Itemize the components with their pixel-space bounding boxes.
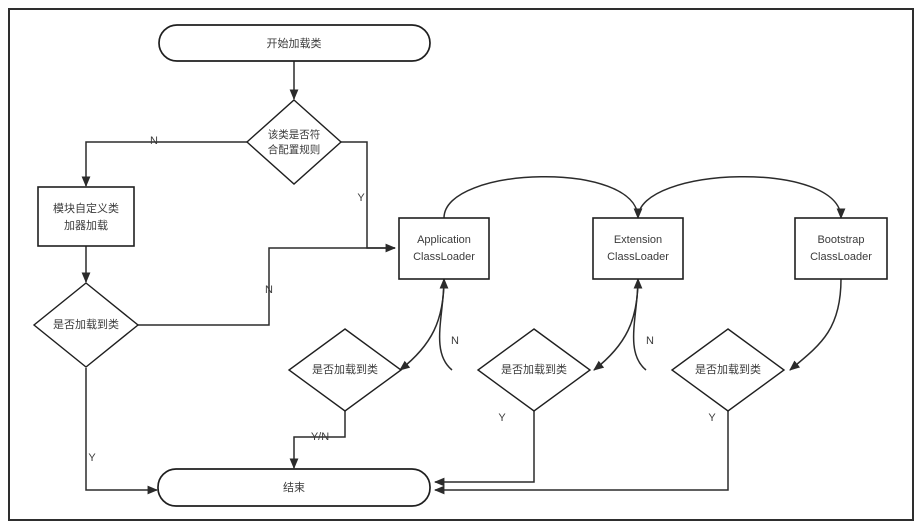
edge-bootstrap-to-check-boot [789, 278, 842, 371]
application-classloader-shape [398, 217, 490, 280]
start-label: 开始加载类 [267, 36, 322, 50]
check-app-shape [287, 328, 403, 412]
check-module-label: 是否加载到类 [53, 317, 119, 331]
extension-classloader-shape [592, 217, 684, 280]
edges-layer [81, 60, 846, 495]
edge-label-ext-no: N [451, 335, 459, 347]
edge-check-boot-no-to-extension [632, 277, 647, 371]
decision-config-shape [245, 99, 343, 185]
edge-label-boot-no: N [646, 335, 654, 347]
edge-label-config-yes: Y [357, 192, 365, 204]
extension-classloader-label-line2: ClassLoader [607, 251, 669, 263]
module-loader-label-line1: 模块自定义类 [53, 201, 119, 215]
node-check-ext[interactable]: 是否加载到类 [476, 328, 592, 412]
module-loader-label-line2: 加器加载 [64, 219, 108, 232]
bootstrap-classloader-label-line2: ClassLoader [810, 251, 872, 263]
node-check-module[interactable]: 是否加载到类 [32, 282, 140, 368]
edge-label-config-no: N [150, 135, 158, 147]
edge-check-ext-no-to-application [438, 277, 453, 371]
application-classloader-label-line1: Application [417, 234, 471, 246]
node-check-app[interactable]: 是否加载到类 [287, 328, 403, 412]
edge-check-boot-yes-to-end [433, 400, 729, 495]
edge-labels-layer: N Y N Y Y/N N Y N Y [88, 135, 716, 464]
check-module-shape [32, 282, 140, 368]
edge-extension-to-bootstrap [637, 176, 846, 220]
start-shape [158, 24, 431, 62]
end-shape [157, 468, 431, 507]
node-application-classloader[interactable]: Application ClassLoader [398, 217, 490, 280]
bootstrap-classloader-shape [794, 217, 888, 280]
edge-check-ext-yes-to-end [433, 400, 535, 487]
edge-label-ext-yes: Y [498, 412, 506, 424]
node-bootstrap-classloader[interactable]: Bootstrap ClassLoader [794, 217, 888, 280]
check-boot-label: 是否加载到类 [695, 362, 761, 376]
node-extension-classloader[interactable]: Extension ClassLoader [592, 217, 684, 280]
node-module-loader[interactable]: 模块自定义类 加器加载 [37, 186, 135, 247]
check-boot-shape [670, 328, 786, 412]
end-label: 结束 [283, 481, 305, 494]
edge-module-yes-to-end [85, 368, 159, 495]
check-ext-label: 是否加载到类 [501, 362, 567, 376]
edge-label-boot-yes: Y [708, 412, 716, 424]
edge-label-app-result: Y/N [311, 431, 329, 443]
diagram-frame [8, 8, 914, 521]
decision-config-label-line1: 该类是否符 [268, 128, 321, 141]
node-check-boot[interactable]: 是否加载到类 [670, 328, 786, 412]
module-loader-shape [37, 186, 135, 247]
edge-config-yes-to-application [341, 141, 397, 253]
check-app-label: 是否加载到类 [312, 362, 378, 376]
edge-label-module-yes: Y [88, 452, 96, 464]
edge-config-no-to-module [81, 141, 247, 188]
decision-config-label-line2: 合配置规则 [268, 143, 321, 156]
edge-application-to-extension [443, 176, 643, 220]
edge-label-module-no: N [265, 284, 273, 296]
application-classloader-label-line2: ClassLoader [413, 251, 475, 263]
extension-classloader-label-line1: Extension [614, 234, 662, 246]
edge-extension-to-check-ext [593, 278, 639, 371]
node-start[interactable]: 开始加载类 [158, 24, 431, 62]
edge-check-app-result-to-end [289, 400, 346, 470]
check-ext-shape [476, 328, 592, 412]
node-end[interactable]: 结束 [157, 468, 431, 507]
edge-module-no-to-application [138, 247, 395, 326]
node-decision-config[interactable]: 该类是否符 合配置规则 [245, 99, 343, 185]
bootstrap-classloader-label-line1: Bootstrap [817, 234, 864, 246]
edge-application-to-check-app [399, 278, 445, 371]
